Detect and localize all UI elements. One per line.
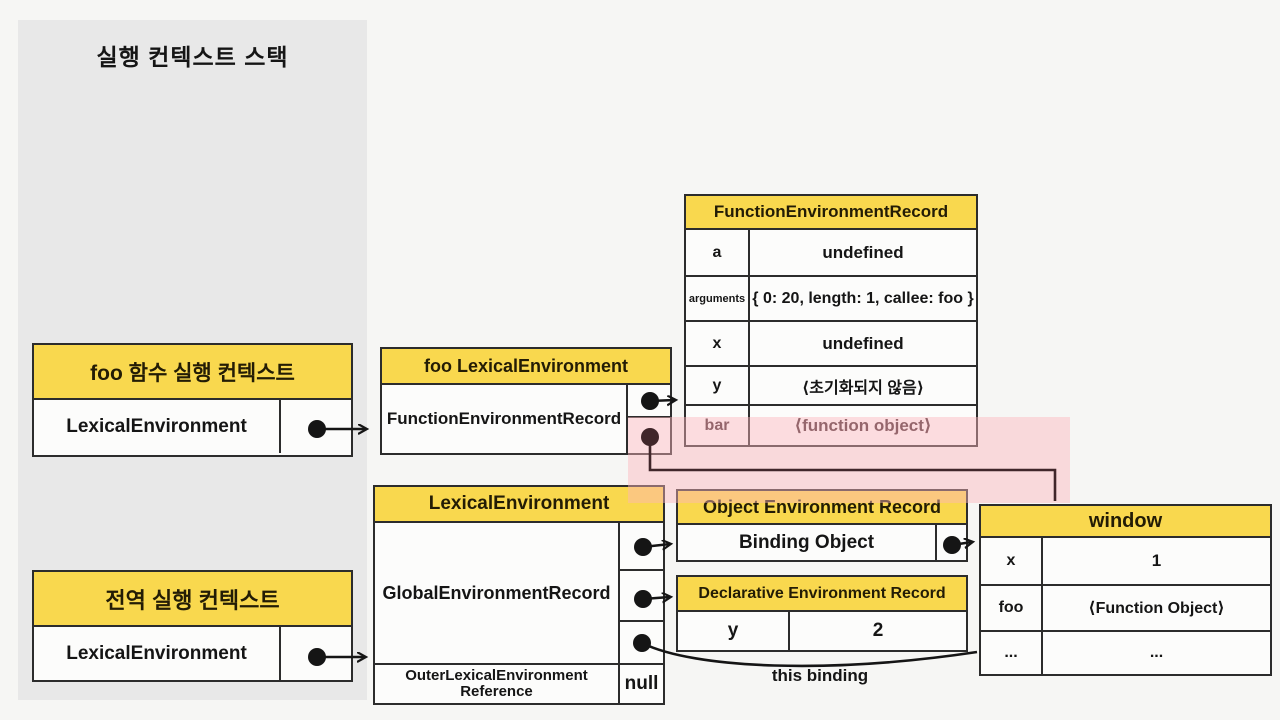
declarative-env-pointer-cell — [620, 571, 663, 622]
global-context-lexicalenvironment-label: LexicalEnvironment — [34, 627, 281, 680]
row-key: ... — [981, 632, 1043, 674]
foo-context-lexicalenvironment-label: LexicalEnvironment — [34, 400, 281, 453]
global-context-pointer-cell — [281, 627, 351, 680]
env-record-pointer-cell — [628, 385, 670, 418]
window-table-header: window — [981, 506, 1270, 538]
object-environment-record-box: Object Environment Record Binding Object — [676, 489, 968, 562]
row-value: ⟨초기화되지 않음⟩ — [801, 379, 925, 397]
bar-pointer-cell — [628, 418, 670, 453]
binding-object-label: Binding Object — [678, 525, 937, 560]
row-key: y — [686, 367, 750, 404]
this-binding-pointer-cell — [620, 622, 663, 663]
table-row: x undefined — [686, 320, 976, 365]
row-value: ... — [1149, 644, 1164, 661]
object-env-pointer-cell — [620, 523, 663, 571]
global-environment-record-label: GlobalEnvironmentRecord — [375, 523, 620, 663]
foo-execution-context-box: foo 함수 실행 컨텍스트 LexicalEnvironment — [32, 343, 353, 457]
declarative-environment-record-header: Declarative Environment Record — [678, 577, 966, 612]
table-row: x 1 — [981, 538, 1270, 584]
row-value: 2 — [872, 620, 884, 641]
global-execution-context-header: 전역 실행 컨텍스트 — [34, 572, 351, 627]
row-key: bar — [686, 406, 750, 445]
stack-panel-title: 실행 컨텍스트 스택 — [96, 44, 289, 70]
foo-context-pointer-cell — [281, 400, 351, 453]
binding-object-pointer-cell — [937, 525, 966, 560]
row-value: ⟨function object⟩ — [794, 415, 932, 435]
table-row-bar: bar ⟨function object⟩ — [686, 404, 976, 445]
table-row: ... ... — [981, 630, 1270, 674]
foo-lexicalenvironment-box: foo LexicalEnvironment FunctionEnvironme… — [380, 347, 672, 455]
row-value: { 0: 20, length: 1, callee: foo } — [752, 289, 974, 307]
table-row: a undefined — [686, 230, 976, 275]
row-key: foo — [981, 586, 1043, 630]
object-environment-record-header: Object Environment Record — [678, 491, 966, 525]
declarative-environment-record-box: Declarative Environment Record y 2 — [676, 575, 968, 652]
row-key: a — [686, 230, 750, 275]
outer-reference-value: null — [624, 673, 659, 694]
row-key: x — [981, 538, 1043, 584]
row-value: 1 — [1151, 551, 1162, 570]
foo-lexicalenvironment-header: foo LexicalEnvironment — [382, 349, 670, 385]
global-lexicalenvironment-header: LexicalEnvironment — [375, 487, 663, 523]
foo-function-environment-record-label: FunctionEnvironmentRecord — [382, 385, 628, 453]
table-row: y 2 — [678, 612, 966, 650]
global-lexicalenvironment-box: LexicalEnvironment GlobalEnvironmentReco… — [373, 485, 665, 705]
row-value: undefined — [822, 242, 904, 262]
row-key: x — [686, 322, 750, 365]
row-value: undefined — [822, 333, 904, 353]
row-value: ⟨Function Object⟩ — [1088, 600, 1225, 617]
table-row: arguments { 0: 20, length: 1, callee: fo… — [686, 275, 976, 320]
outer-lexical-environment-reference-label: OuterLexicalEnvironment Reference — [375, 665, 620, 703]
global-execution-context-box: 전역 실행 컨텍스트 LexicalEnvironment — [32, 570, 353, 682]
table-row: y ⟨초기화되지 않음⟩ — [686, 365, 976, 404]
row-key: y — [678, 612, 790, 650]
row-key: arguments — [686, 277, 750, 320]
table-row: foo ⟨Function Object⟩ — [981, 584, 1270, 630]
this-binding-label: this binding — [771, 666, 869, 685]
window-object-table: window x 1 foo ⟨Function Object⟩ ... ... — [979, 504, 1272, 676]
function-environment-record-table: FunctionEnvironmentRecord a undefined ar… — [684, 194, 978, 447]
function-environment-record-header: FunctionEnvironmentRecord — [686, 196, 976, 230]
foo-execution-context-header: foo 함수 실행 컨텍스트 — [34, 345, 351, 400]
